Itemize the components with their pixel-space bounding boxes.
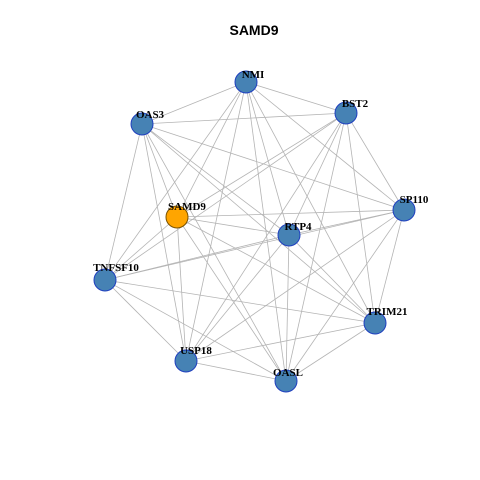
node-circle[interactable] bbox=[130, 112, 154, 136]
edge-sp110-oasl bbox=[285, 209, 405, 382]
edge-nmi-oas3 bbox=[141, 81, 247, 125]
edge-tnfsf10-oasl bbox=[104, 279, 287, 382]
edge-tnfsf10-trim21 bbox=[104, 279, 376, 324]
edge-bst2-sp110 bbox=[345, 112, 405, 211]
node-oasl[interactable]: OASL bbox=[273, 367, 303, 393]
node-label: RTP4 bbox=[284, 221, 312, 233]
node-label: NMI bbox=[242, 69, 265, 81]
edge-oas3-usp18 bbox=[141, 123, 187, 362]
edge-sp110-tnfsf10 bbox=[104, 209, 405, 281]
node-circle[interactable] bbox=[274, 369, 298, 393]
node-layer: NMI BST2OAS3SP110SAMD9RTP4TNFSF10TRIM21US… bbox=[93, 69, 429, 393]
node-label: SAMD9 bbox=[168, 201, 206, 213]
node-label: OAS3 bbox=[136, 109, 165, 121]
node-usp18[interactable]: USP18 bbox=[174, 345, 212, 373]
node-trim21[interactable]: TRIM21 bbox=[363, 306, 408, 335]
edge-oas3-samd9 bbox=[141, 123, 178, 218]
node-circle[interactable] bbox=[174, 349, 198, 373]
edge-nmi-rtp4 bbox=[245, 81, 290, 236]
diagram-title: SAMD9 bbox=[229, 22, 278, 38]
node-oas3[interactable]: OAS3 bbox=[130, 109, 165, 136]
node-bst2[interactable]: BST2 bbox=[334, 98, 369, 125]
edge-oas3-trim21 bbox=[141, 123, 376, 324]
node-circle[interactable] bbox=[363, 311, 387, 335]
edge-bst2-oas3 bbox=[141, 112, 347, 125]
edge-bst2-trim21 bbox=[345, 112, 376, 324]
edge-bst2-tnfsf10 bbox=[104, 112, 347, 281]
edge-samd9-rtp4 bbox=[176, 216, 290, 236]
node-circle[interactable] bbox=[277, 223, 301, 247]
node-circle[interactable] bbox=[93, 268, 117, 292]
node-circle[interactable] bbox=[234, 70, 258, 94]
node-label: USP18 bbox=[180, 345, 212, 357]
edge-nmi-usp18 bbox=[185, 81, 247, 362]
node-label: OASL bbox=[273, 367, 303, 379]
edge-samd9-oasl bbox=[176, 216, 287, 382]
edge-samd9-usp18 bbox=[176, 216, 187, 362]
edge-samd9-tnfsf10 bbox=[104, 216, 178, 281]
edge-nmi-bst2 bbox=[245, 81, 347, 114]
edge-rtp4-oasl bbox=[285, 234, 290, 382]
edge-oas3-oasl bbox=[141, 123, 287, 382]
edge-usp18-oasl bbox=[185, 360, 287, 382]
node-rtp4[interactable]: RTP4 bbox=[277, 221, 312, 247]
edge-sp110-trim21 bbox=[374, 209, 405, 324]
node-sp110[interactable]: SP110 bbox=[392, 194, 429, 222]
edge-oas3-tnfsf10 bbox=[104, 123, 143, 281]
node-label: BST2 bbox=[342, 98, 369, 110]
edge-bst2-oasl bbox=[285, 112, 347, 382]
node-samd9[interactable]: SAMD9 bbox=[165, 201, 206, 229]
edge-nmi-tnfsf10 bbox=[104, 81, 247, 281]
edge-bst2-samd9 bbox=[176, 112, 347, 218]
edge-rtp4-trim21 bbox=[288, 234, 376, 324]
node-circle[interactable] bbox=[392, 198, 416, 222]
node-label: TNFSF10 bbox=[93, 262, 139, 274]
edge-bst2-rtp4 bbox=[288, 112, 347, 236]
node-tnfsf10[interactable]: TNFSF10 bbox=[93, 262, 139, 292]
node-label: SP110 bbox=[400, 194, 429, 206]
edge-trim21-usp18 bbox=[185, 322, 376, 362]
node-circle[interactable] bbox=[165, 205, 189, 229]
edge-bst2-usp18 bbox=[185, 112, 347, 362]
node-circle[interactable] bbox=[334, 101, 358, 125]
node-nmi[interactable]: NMI bbox=[234, 69, 265, 94]
edge-samd9-trim21 bbox=[176, 216, 376, 324]
node-label: TRIM21 bbox=[367, 306, 408, 318]
edge-layer bbox=[104, 81, 405, 382]
edge-rtp4-tnfsf10 bbox=[104, 234, 290, 281]
edge-nmi-samd9 bbox=[176, 81, 247, 218]
edge-rtp4-usp18 bbox=[185, 234, 290, 362]
edge-trim21-oasl bbox=[285, 322, 376, 382]
edge-tnfsf10-usp18 bbox=[104, 279, 187, 362]
edge-oas3-sp110 bbox=[141, 123, 405, 211]
edge-sp110-samd9 bbox=[176, 209, 405, 218]
edge-oas3-rtp4 bbox=[141, 123, 290, 236]
edge-sp110-usp18 bbox=[185, 209, 405, 362]
